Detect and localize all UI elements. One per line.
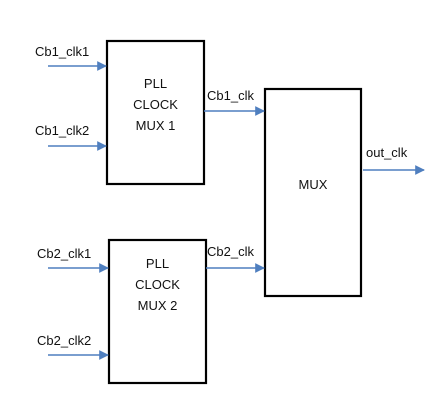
mux-block: MUX [263, 87, 363, 298]
pll-clock-mux-2-block: PLL CLOCK MUX 2 [107, 238, 208, 385]
pll-clock-mux-1-line-2: CLOCK [133, 97, 178, 112]
pll-clock-mux-2-line-3: MUX 2 [138, 298, 178, 313]
out-clk-label: out_clk [366, 145, 408, 160]
mux-label: MUX [299, 177, 328, 192]
pll-clock-mux-2-line-2: CLOCK [135, 277, 180, 292]
cb2-clk-label: Cb2_clk [207, 244, 254, 259]
cb1-clk1-label: Cb1_clk1 [35, 44, 89, 59]
cb2-clk1-label: Cb2_clk1 [37, 246, 91, 261]
pll-clock-mux-1-line-1: PLL [144, 76, 167, 91]
cb2-clk2-label: Cb2_clk2 [37, 333, 91, 348]
cb1-clk-label: Cb1_clk [207, 88, 254, 103]
cb1-clk2-label: Cb1_clk2 [35, 123, 89, 138]
pll-clock-mux-2-line-1: PLL [146, 256, 169, 271]
pll-clock-mux-1-block: PLL CLOCK MUX 1 [105, 39, 206, 186]
pll-clock-mux-1-line-3: MUX 1 [136, 118, 176, 133]
